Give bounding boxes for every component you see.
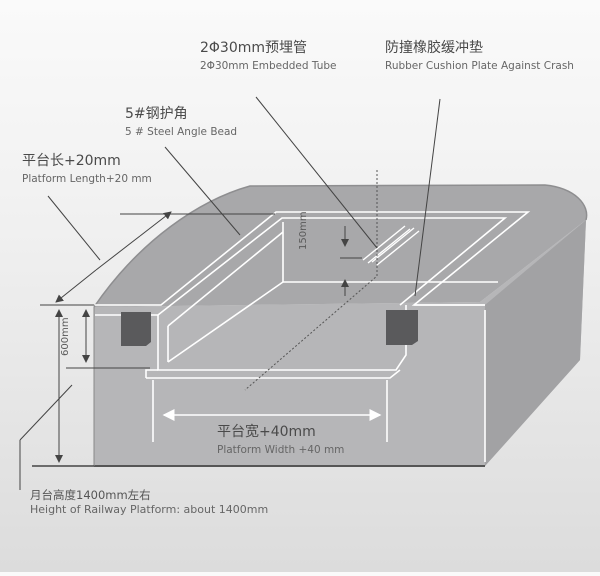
leader-lines: [19, 96, 441, 490]
embedded-tube-icon: [362, 225, 420, 266]
cushion-block-left-icon: [121, 312, 151, 346]
dim-length: [55, 211, 275, 303]
platform-length-label-en: Platform Length+20 mm: [22, 173, 152, 185]
cushion-block-right-icon: [386, 310, 418, 345]
platform-height-label-zh: 月台高度1400mm左右: [30, 488, 151, 502]
embedded-tube-label-en: 2Φ30mm Embedded Tube: [200, 60, 337, 72]
platform-body: [93, 184, 588, 467]
angle-bead-label-en: 5 # Steel Angle Bead: [125, 126, 238, 138]
dim-150mm: [340, 226, 362, 296]
platform-width-label-en: Platform Width +40 mm: [217, 444, 345, 456]
dim-600mm-label: 600mm: [60, 317, 71, 356]
embedded-tube-label-zh: 2Φ30mm预埋管: [200, 40, 308, 56]
platform-length-label-zh: 平台长+20mm: [22, 153, 121, 169]
cushion-plate-label-en: Rubber Cushion Plate Against Crash: [385, 60, 574, 72]
dim-150mm-label: 150mm: [298, 211, 309, 250]
platform-width-label-zh: 平台宽+40mm: [217, 424, 316, 440]
platform-height-label-en: Height of Railway Platform: about 1400mm: [30, 503, 269, 516]
angle-bead-label-zh: 5#钢护角: [125, 106, 188, 122]
pit-outline: [95, 211, 531, 462]
centerline: [244, 170, 378, 391]
dim-height: [32, 304, 94, 467]
dim-600mm: [66, 309, 150, 369]
cushion-plate-label-zh: 防撞橡胶缓冲垫: [385, 40, 483, 56]
